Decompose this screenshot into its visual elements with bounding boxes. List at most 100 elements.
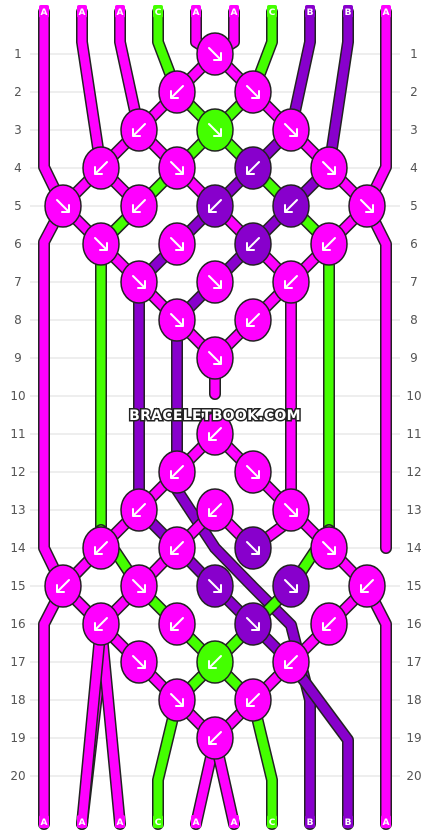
strand-end-letter: A: [41, 8, 48, 18]
knot[interactable]: [158, 678, 196, 722]
arrow-down-left-icon: [170, 465, 184, 479]
knot[interactable]: [196, 716, 234, 760]
knot[interactable]: [196, 564, 234, 608]
row-label-right: 3: [410, 123, 418, 137]
knot[interactable]: [272, 488, 310, 532]
knot[interactable]: [234, 526, 272, 570]
knot[interactable]: [158, 70, 196, 114]
knot[interactable]: [120, 184, 158, 228]
knot[interactable]: [82, 146, 120, 190]
row-label-right: 17: [406, 655, 421, 669]
strand-end-letter: A: [193, 818, 200, 828]
knot[interactable]: [158, 602, 196, 646]
arrow-down-left-icon: [322, 617, 336, 631]
arrow-down-right-icon: [132, 275, 146, 289]
knot[interactable]: [310, 146, 348, 190]
strand-end-tab: [381, 5, 391, 18]
knot[interactable]: [348, 184, 386, 228]
knot[interactable]: [44, 184, 82, 228]
knot[interactable]: [310, 526, 348, 570]
knot[interactable]: [234, 678, 272, 722]
knot[interactable]: [272, 260, 310, 304]
knot[interactable]: [196, 640, 234, 684]
strand-end-letter: B: [307, 8, 314, 18]
arrow-down-left-icon: [94, 161, 108, 175]
knot[interactable]: [272, 108, 310, 152]
knot[interactable]: [196, 260, 234, 304]
strand-end-letter: C: [155, 8, 162, 18]
knot[interactable]: [158, 298, 196, 342]
knot[interactable]: [82, 222, 120, 266]
strand-end-letter: A: [231, 818, 238, 828]
knot[interactable]: [196, 336, 234, 380]
knot[interactable]: [272, 640, 310, 684]
strand-end-letter: C: [269, 8, 276, 18]
arrow-down-right-icon: [132, 655, 146, 669]
strand-end-letter: C: [269, 818, 276, 828]
arrow-down-left-icon: [246, 693, 260, 707]
strand-path: [96, 505, 296, 829]
row-label-left: 1: [14, 47, 22, 61]
row-label-right: 18: [406, 693, 421, 707]
arrow-down-right-icon: [208, 351, 222, 365]
knot[interactable]: [82, 526, 120, 570]
row-label-left: 11: [10, 427, 25, 441]
arrow-down-left-icon: [360, 579, 374, 593]
strand-end-letter: C: [155, 818, 162, 828]
knot[interactable]: [120, 640, 158, 684]
knot[interactable]: [120, 108, 158, 152]
knot[interactable]: [272, 184, 310, 228]
knot[interactable]: [196, 32, 234, 76]
arrow-down-left-icon: [208, 731, 222, 745]
knot[interactable]: [196, 184, 234, 228]
knot[interactable]: [234, 146, 272, 190]
row-label-left: 6: [14, 237, 22, 251]
arrow-down-left-icon: [132, 123, 146, 137]
knot[interactable]: [158, 222, 196, 266]
row-label-left: 3: [14, 123, 22, 137]
knot[interactable]: [310, 222, 348, 266]
knot[interactable]: [310, 602, 348, 646]
strand-end-letter: A: [193, 8, 200, 18]
strand-end-tab: [77, 5, 87, 18]
knot[interactable]: [196, 412, 234, 456]
arrow-down-left-icon: [246, 161, 260, 175]
knot[interactable]: [158, 526, 196, 570]
knot[interactable]: [234, 222, 272, 266]
strand-end-tab: [191, 815, 201, 828]
knot[interactable]: [120, 488, 158, 532]
row-label-right: 13: [406, 503, 421, 517]
knot[interactable]: [234, 602, 272, 646]
knot[interactable]: [44, 564, 82, 608]
knot[interactable]: [120, 564, 158, 608]
knot[interactable]: [234, 450, 272, 494]
arrow-down-right-icon: [170, 313, 184, 327]
arrow-down-right-icon: [94, 237, 108, 251]
knot[interactable]: [234, 70, 272, 114]
watermark: BRACELETBOOK.COM: [129, 408, 301, 424]
knot[interactable]: [120, 260, 158, 304]
strand-end-tab: [115, 815, 125, 828]
arrow-down-right-icon: [322, 161, 336, 175]
knot[interactable]: [272, 564, 310, 608]
knot[interactable]: [196, 488, 234, 532]
knot[interactable]: [82, 602, 120, 646]
strand-end-tab: [115, 5, 125, 18]
arrow-down-right-icon: [246, 465, 260, 479]
arrow-down-left-icon: [208, 199, 222, 213]
knot[interactable]: [158, 146, 196, 190]
strand-end-tab: [343, 815, 353, 828]
row-label-left: 12: [10, 465, 25, 479]
arrow-down-left-icon: [208, 503, 222, 517]
arrow-down-right-icon: [284, 123, 298, 137]
arrow-down-left-icon: [208, 655, 222, 669]
arrow-down-right-icon: [170, 237, 184, 251]
knot[interactable]: [234, 298, 272, 342]
knot[interactable]: [196, 108, 234, 152]
strand-end-letter: A: [79, 8, 86, 18]
knot[interactable]: [348, 564, 386, 608]
knot[interactable]: [158, 450, 196, 494]
